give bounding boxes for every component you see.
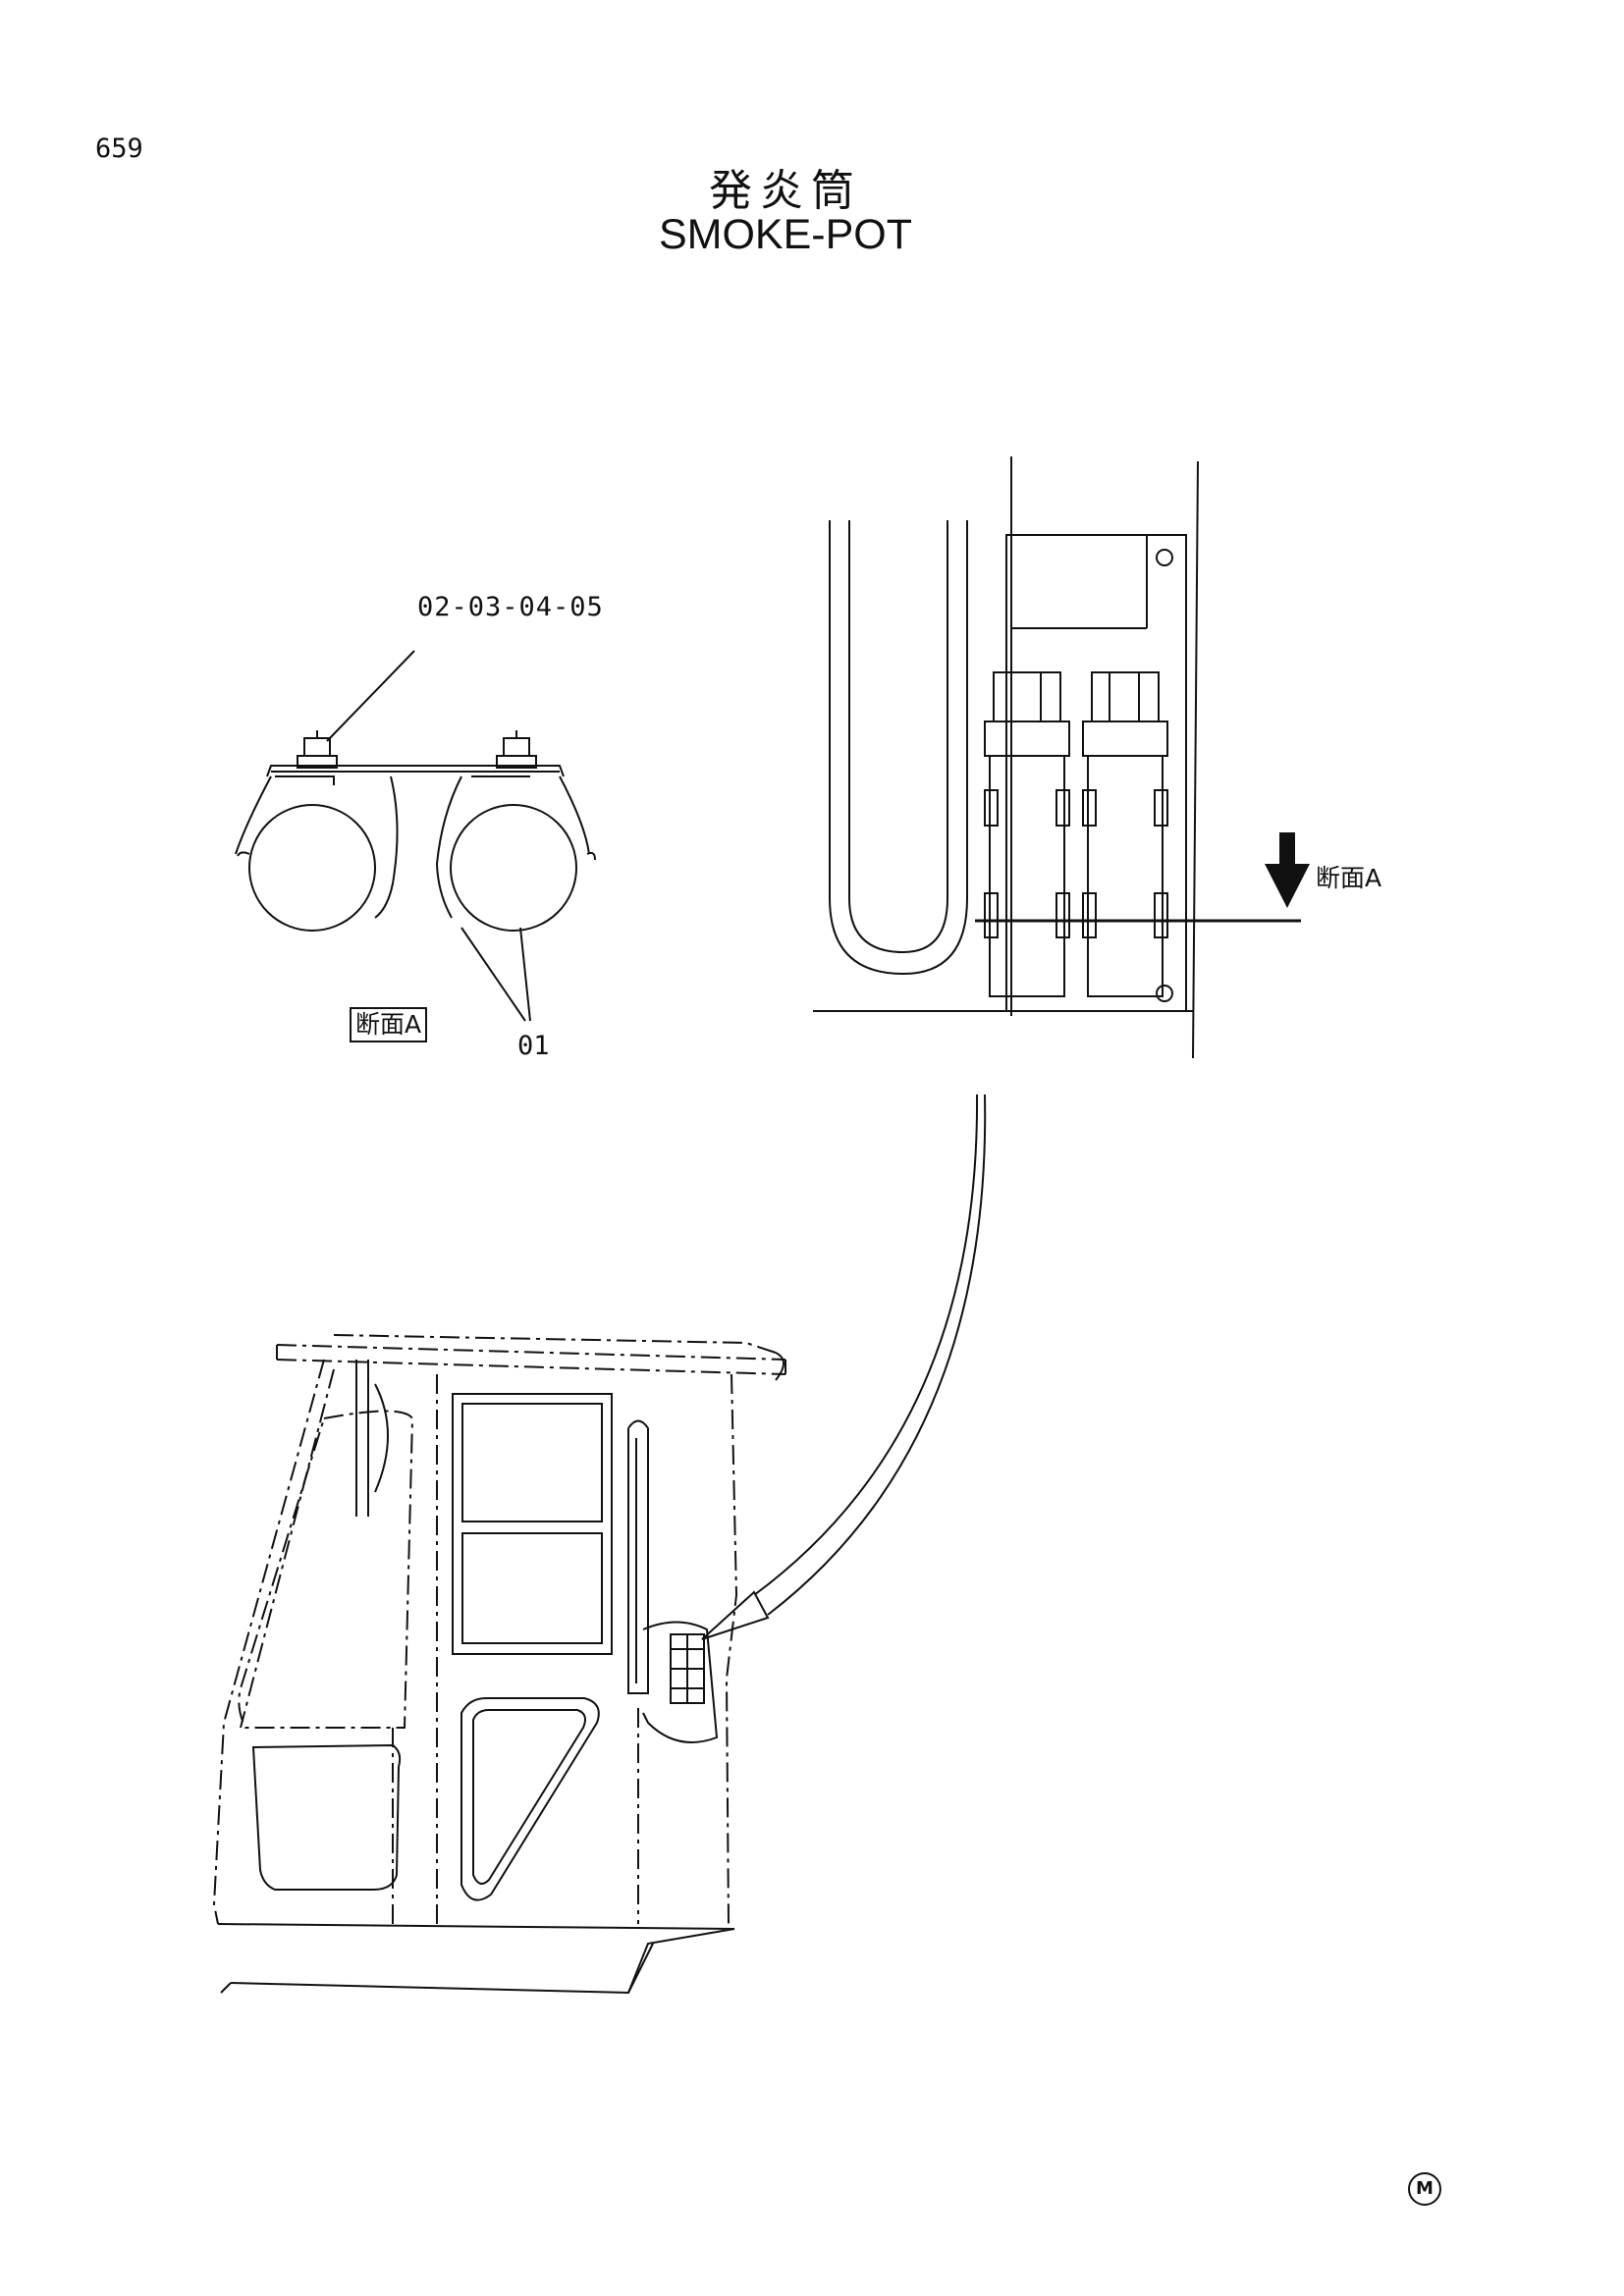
- maker-mark: M: [1408, 2172, 1441, 2206]
- detail-view: [813, 456, 1310, 1058]
- bolt-right: [497, 730, 536, 768]
- cab-view: [214, 1335, 785, 1993]
- smoke-pot-2: [1083, 672, 1167, 996]
- section-a-arrow-label: 断面A: [1316, 864, 1382, 892]
- callout-part-01: 01: [517, 1031, 550, 1061]
- bolt-left: [298, 730, 337, 768]
- section-a-clamp-view: [236, 651, 595, 1021]
- callout-parts-02-03-04-05: 02-03-04-05: [417, 592, 604, 622]
- smoke-pot-1: [985, 672, 1069, 996]
- page-title-japanese: 発炎筒: [709, 166, 862, 216]
- clamp-circle-left: [249, 805, 375, 931]
- page-number: 659: [95, 133, 143, 164]
- section-a-box-label: 断面A: [350, 1007, 428, 1042]
- page-title-english: SMOKE-POT: [658, 211, 913, 258]
- curved-pointer-arrow: [702, 1095, 985, 1639]
- section-arrow: [1265, 832, 1310, 908]
- clamp-circle-right: [451, 805, 576, 931]
